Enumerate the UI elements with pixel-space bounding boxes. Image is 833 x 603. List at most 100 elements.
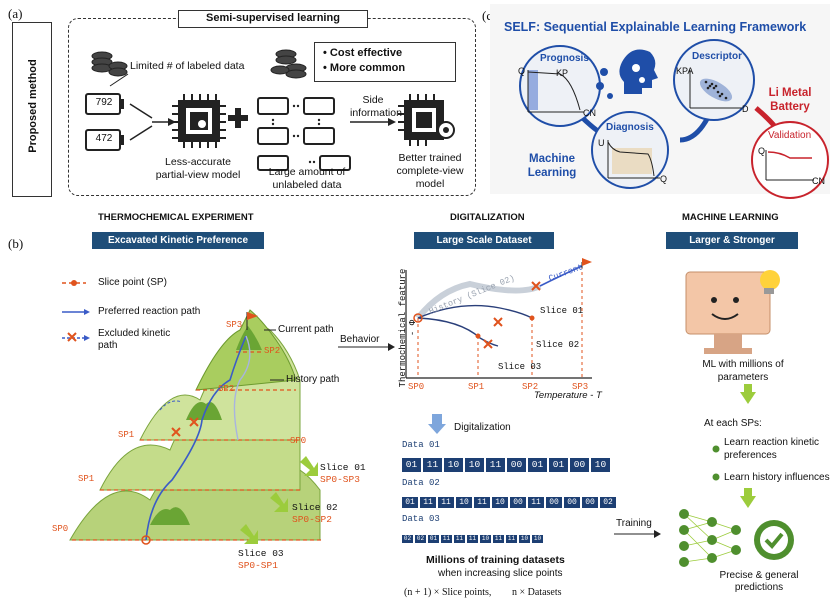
graph-slice-02: Slice 02 [536,340,580,350]
slice-arrows [240,456,318,544]
data-cell: 02 [600,497,616,508]
millions-label: Millions of training datasets [426,554,565,566]
data-02-label: Data 02 [402,478,440,488]
data-03-label: Data 03 [402,514,440,524]
panel-a-letter: (a) [8,6,23,21]
data-cell: 10 [480,535,491,543]
data-cell: 00 [564,497,580,508]
prognosis-kp: KP [556,68,569,78]
data-01-label: Data 01 [402,440,440,450]
data-cell: 11 [467,535,478,543]
legend-preferred-icon [62,309,90,315]
label-sp0-a: SP0 [290,436,307,446]
data-cell: 01 [528,458,547,472]
ml-params-label: ML with millions of parameters [702,359,784,383]
prognosis-q: Q [518,66,526,76]
battery-value-1: 792 [95,97,113,108]
current-path-label: Current path [278,324,334,335]
data-cell: 02 [402,535,413,543]
label-sp1-b: SP1 [78,474,95,484]
col2-bar: Large Scale Dataset [414,232,554,249]
validation-cn: CN [812,176,825,186]
history-path-line [233,335,251,441]
data-cell: 11 [506,535,517,543]
label-sp3: SP3 [226,320,243,330]
checkmark-icon [754,520,794,560]
data-cell: 10 [492,497,508,508]
data-cell: 11 [493,535,504,543]
preferred-path-line [145,335,247,541]
behavior-label: Behavior [340,334,380,345]
data-cell: 10 [591,458,610,472]
machine-learning-label: Machine Learning [527,153,577,179]
better-model-label: Better trained complete-view model [396,152,464,190]
data-cell: 00 [510,497,526,508]
descriptor-label: Descriptor [692,51,743,62]
data-cell: 01 [428,535,439,543]
data-cell: 10 [532,535,543,543]
legend-slice-point: Slice point (SP) [98,277,167,288]
prognosis-cn: CN [583,108,596,118]
learn-1-label: Learn reaction kinetic preferences [724,437,820,461]
data-cell: 10 [465,458,484,472]
data-cell: 01 [549,458,568,472]
bullets-box: • Cost effective • More common [314,42,456,82]
col1-bar: Excavated Kinetic Preference [92,232,264,249]
legend-excluded: Excluded kinetic path [98,328,171,351]
data-cell: 01 [402,497,418,508]
side-info-label: Side information [350,94,402,119]
data-cell: 11 [420,497,436,508]
label-sp2-a: SP2 [264,346,281,356]
label-sp1-a: SP1 [118,430,135,440]
at-each-label: At each SPs: [704,418,762,429]
when-increasing-label: when increasing slice points [438,568,563,579]
learn-2-label: Learn history influences [724,472,830,483]
proposed-method-box [12,22,52,197]
diagnosis-u: U [598,138,605,148]
semi-supervised-title: Semi-supervised learning [178,10,368,28]
legend-slice-point-icon [62,280,86,286]
formula-left: (n + 1) × Slice points, [404,587,492,598]
data-cell: 00 [570,458,589,472]
data-cell: 00 [582,497,598,508]
large-amount-label: Large amount of unlabeled data [268,166,346,191]
data-cell: 00 [507,458,526,472]
descriptor-d: D [742,104,749,114]
li-metal-label: Li Metal Battery [768,87,812,113]
col3-title: MACHINE LEARNING [682,212,779,223]
data-cell: 10 [444,458,463,472]
less-accurate-label: Less-accurate partial-view model [155,156,241,181]
data-cell: 00 [546,497,562,508]
lightbulb-icon [760,270,780,294]
data-cell: 11 [486,458,505,472]
chip-icon-right [404,100,455,140]
mountain-layers [69,309,321,541]
diagnosis-q: Q [660,174,668,184]
slice-lines [72,351,322,541]
data-cell: 10 [519,535,530,543]
descriptor-points [704,80,728,100]
chip-icon-left [178,100,220,142]
precise-label: Precise & general predictions [719,570,799,593]
battery-icons-labeled [85,93,124,151]
coins-icon-left [91,51,128,77]
plus-icon [228,108,248,128]
tick-sp0: SP0 [408,382,425,392]
data-cell: 11 [528,497,544,508]
history-path-label: History path [286,374,340,385]
col1-title: THERMOCHEMICAL EXPERIMENT [98,212,254,223]
graph-xlabel: Temperature - T [534,390,602,401]
col2-title: DIGITALIZATION [450,212,525,223]
graph-ylabel: Thermochemical feature - Φ [398,268,418,388]
label-sp0-b: SP0 [52,524,69,534]
battery-value-2: 472 [95,133,113,144]
graph-slice-03: Slice 03 [498,362,542,372]
tick-sp3: SP3 [572,382,589,392]
data-cell: 02 [415,535,426,543]
col3-bar: Larger & Stronger [666,232,798,249]
